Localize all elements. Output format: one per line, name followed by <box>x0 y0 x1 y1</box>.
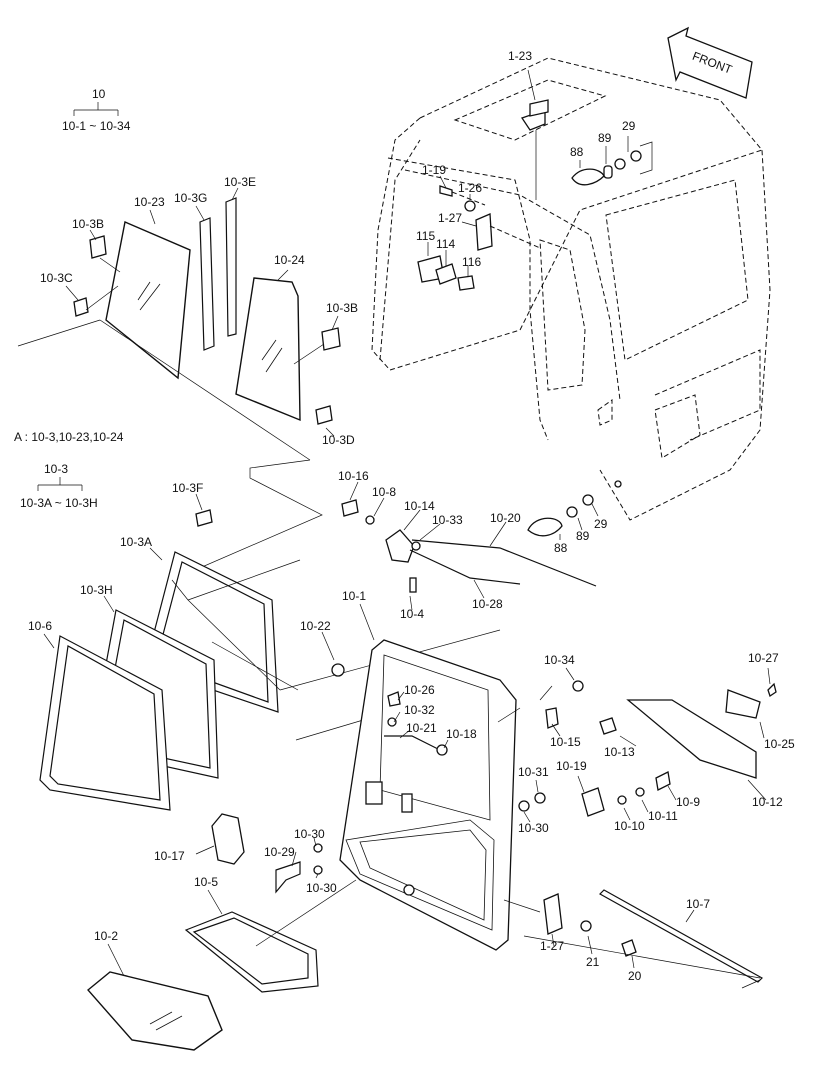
callout-114: 114 <box>436 237 455 251</box>
callout-10-19: 10-19 <box>556 759 587 773</box>
group-range: 10-1 ~ 10-34 <box>62 119 131 133</box>
callout-21: 21 <box>586 955 600 969</box>
latch-assembly <box>341 481 597 611</box>
callout-29: 29 <box>622 119 636 133</box>
callout-10-9: 10-9 <box>676 795 700 809</box>
callout-10-31: 10-31 <box>518 765 549 779</box>
front-arrow-icon: FRONT <box>667 26 753 99</box>
callout-115: 115 <box>416 229 435 243</box>
callout-10-17: 10-17 <box>154 849 185 863</box>
hinge-parts-upper <box>417 175 541 291</box>
callout-10-3E: 10-3E <box>224 175 256 189</box>
callout-10-6: 10-6 <box>28 619 52 633</box>
clip-10-3B-b <box>293 315 341 365</box>
callout-10-10: 10-10 <box>614 819 645 833</box>
group-range: 10-3A ~ 10-3H <box>20 496 98 510</box>
knob-10-22 <box>321 631 345 677</box>
callout-10-30-c: 10-30 <box>306 881 337 895</box>
callout-10-34: 10-34 <box>544 653 575 667</box>
callout-10-16: 10-16 <box>338 469 369 483</box>
callout-10-21: 10-21 <box>406 721 437 735</box>
callout-10-12: 10-12 <box>752 795 783 809</box>
callout-116: 116 <box>462 255 481 269</box>
callout-10-3B-b: 10-3B <box>326 301 358 315</box>
cushion-set-top <box>571 136 653 186</box>
callout-10-4: 10-4 <box>400 607 424 621</box>
callout-10-3B: 10-3B <box>72 217 104 231</box>
callout-10-30-b: 10-30 <box>294 827 325 841</box>
handle-parts <box>275 837 323 894</box>
callout-10-13: 10-13 <box>604 745 635 759</box>
callout-1-23: 1-23 <box>508 49 532 63</box>
callout-10-18: 10-18 <box>446 727 477 741</box>
callout-10-27: 10-27 <box>748 651 779 665</box>
callout-1-27-b: 1-27 <box>540 939 564 953</box>
group-head: 10-3 <box>44 462 68 476</box>
glass-10-23 <box>105 209 191 380</box>
door-inner-parts <box>384 691 449 756</box>
frame-10-5 <box>184 879 357 993</box>
group-head: 10 <box>92 87 106 101</box>
callout-10-22: 10-22 <box>300 619 331 633</box>
callout-10-28: 10-28 <box>472 597 503 611</box>
callout-89: 89 <box>598 131 612 145</box>
callout-10-14: 10-14 <box>404 499 435 513</box>
door-10-1 <box>339 603 517 951</box>
cover-10-17 <box>195 813 245 865</box>
callout-10-1: 10-1 <box>342 589 366 603</box>
callout-10-20: 10-20 <box>490 511 521 525</box>
callout-10-24: 10-24 <box>274 253 305 267</box>
clip-10-3D <box>315 405 335 437</box>
callout-10-3C: 10-3C <box>40 271 73 285</box>
cab-body <box>371 57 771 521</box>
note-a: A : 10-3,10-23,10-24 <box>14 430 124 444</box>
callout-10-26: 10-26 <box>404 683 435 697</box>
callout-10-3F: 10-3F <box>172 481 203 495</box>
striker-parts <box>497 667 584 737</box>
seal-10-3G <box>195 205 215 351</box>
callout-10-11: 10-11 <box>648 809 678 823</box>
seal-10-7 <box>599 889 763 989</box>
callout-10-32: 10-32 <box>404 703 435 717</box>
callout-20: 20 <box>628 969 642 983</box>
callout-10-7: 10-7 <box>686 897 710 911</box>
callout-10-30: 10-30 <box>518 821 549 835</box>
clip-10-3F <box>195 493 213 527</box>
callout-10-15: 10-15 <box>550 735 581 749</box>
callout-29-b: 29 <box>594 517 608 531</box>
callout-1-26: 1-26 <box>458 181 482 195</box>
callout-10-5: 10-5 <box>194 875 218 889</box>
callout-88-b: 88 <box>554 541 568 555</box>
callout-88: 88 <box>570 145 584 159</box>
callout-1-19: 1-19 <box>422 163 446 177</box>
callout-10-3A: 10-3A <box>120 535 152 549</box>
callout-1-27: 1-27 <box>438 211 462 225</box>
callout-10-3D: 10-3D <box>322 433 355 447</box>
clip-10-3C <box>65 285 119 317</box>
lower-latch-parts <box>518 771 677 823</box>
callout-10-23: 10-23 <box>134 195 165 209</box>
cushion-set-bottom <box>527 480 622 540</box>
callout-10-33: 10-33 <box>432 513 463 527</box>
callout-10-3H: 10-3H <box>80 583 113 597</box>
callout-10-8: 10-8 <box>372 485 396 499</box>
callout-10-2: 10-2 <box>94 929 118 943</box>
bracket-1-23 <box>520 69 549 200</box>
callout-89-b: 89 <box>576 529 590 543</box>
callout-10-25: 10-25 <box>764 737 795 751</box>
seal-10-3E <box>225 187 239 337</box>
glass-10-24 <box>235 269 301 422</box>
hinge-parts-lower <box>503 893 761 979</box>
lock-assembly <box>599 667 777 801</box>
callout-10-3G: 10-3G <box>174 191 207 205</box>
frame-10-6 <box>39 633 171 811</box>
callout-10-29: 10-29 <box>264 845 295 859</box>
group-10-header: 10 10-1 ~ 10-34 <box>62 87 131 133</box>
group-10-3-header: 10-3 10-3A ~ 10-3H <box>20 462 98 510</box>
clip-10-3B <box>89 229 121 273</box>
glass-10-2 <box>86 943 223 1051</box>
group-a-outline <box>17 319 323 581</box>
